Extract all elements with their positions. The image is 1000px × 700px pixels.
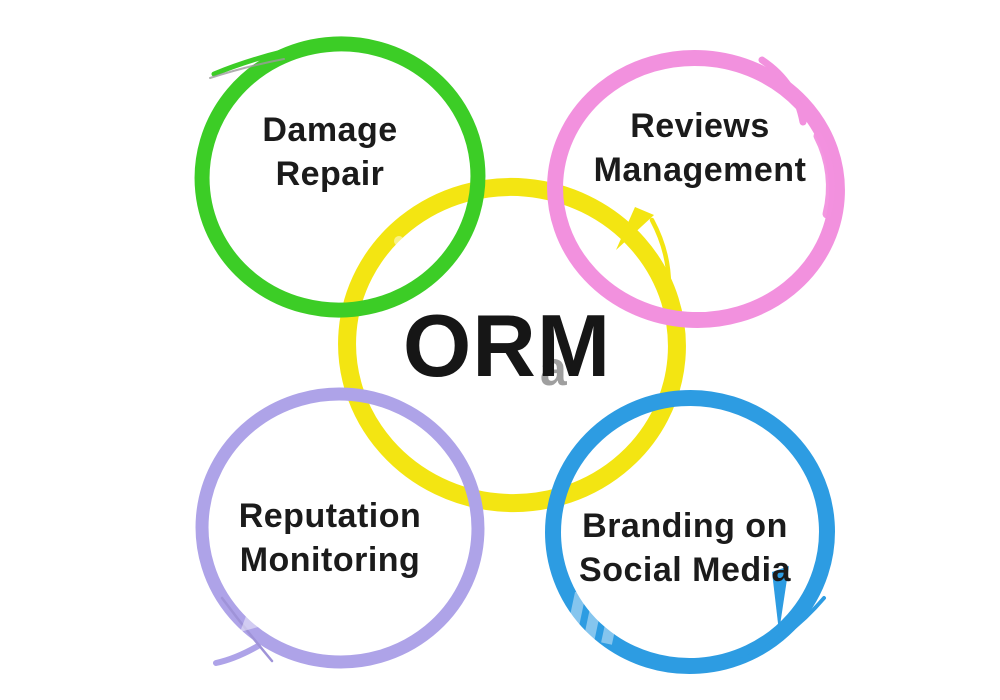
orm-ring	[338, 177, 686, 513]
node-label-damage-repair: Damage Repair	[180, 108, 480, 196]
damage-repair-brush-tail	[211, 42, 317, 77]
watermark-bar	[566, 591, 586, 634]
node-label-line: Social Media	[579, 551, 791, 589]
watermark-speck	[394, 236, 404, 246]
damage-repair-ring	[194, 36, 486, 318]
node-label-line: Reviews	[630, 107, 770, 145]
node-label-line: Management	[593, 151, 807, 189]
reputation-monitoring-thin-flick	[220, 596, 274, 663]
node-label-line: Monitoring	[239, 541, 421, 579]
pen-scratch-mark	[209, 58, 285, 79]
branding-social-media-ring	[545, 389, 835, 675]
branding-social-media-brush-start	[772, 566, 789, 632]
node-label-reputation-monitoring: Reputation Monitoring	[180, 494, 480, 582]
reviews-management-ring-stroke	[547, 49, 845, 329]
node-label-line: Damage	[262, 111, 398, 149]
center-label-orm: ORM	[402, 296, 612, 395]
reviews-management-brush-overlap	[813, 131, 835, 219]
node-label-line: Branding on	[582, 507, 788, 545]
watermark-bars	[566, 591, 618, 645]
damage-repair-ring-stroke	[194, 36, 486, 318]
reviews-management-ring	[547, 49, 845, 329]
orm-ring-brush-start	[616, 207, 654, 250]
branding-social-media-brush-tail	[734, 596, 826, 664]
watermark-bar	[583, 603, 602, 640]
orm-ring-brush-tail	[649, 217, 672, 311]
node-label-line: Repair	[275, 155, 385, 193]
reputation-monitoring-ring-stroke	[195, 387, 485, 669]
watermark-notch	[240, 616, 262, 632]
node-label-reviews-management: Reviews Management	[550, 104, 850, 192]
watermark-bar	[601, 615, 618, 645]
branding-social-media-ring-stroke	[545, 389, 835, 675]
reputation-monitoring-ring	[195, 387, 485, 669]
reputation-monitoring-brush-tail	[213, 643, 261, 666]
watermark-letter: a	[540, 343, 567, 396]
node-label-line: Reputation	[238, 497, 422, 535]
node-label-branding-social-media: Branding on Social Media	[535, 504, 835, 592]
reviews-management-brush-tail	[758, 56, 807, 126]
orm-ring-stroke	[338, 177, 686, 513]
